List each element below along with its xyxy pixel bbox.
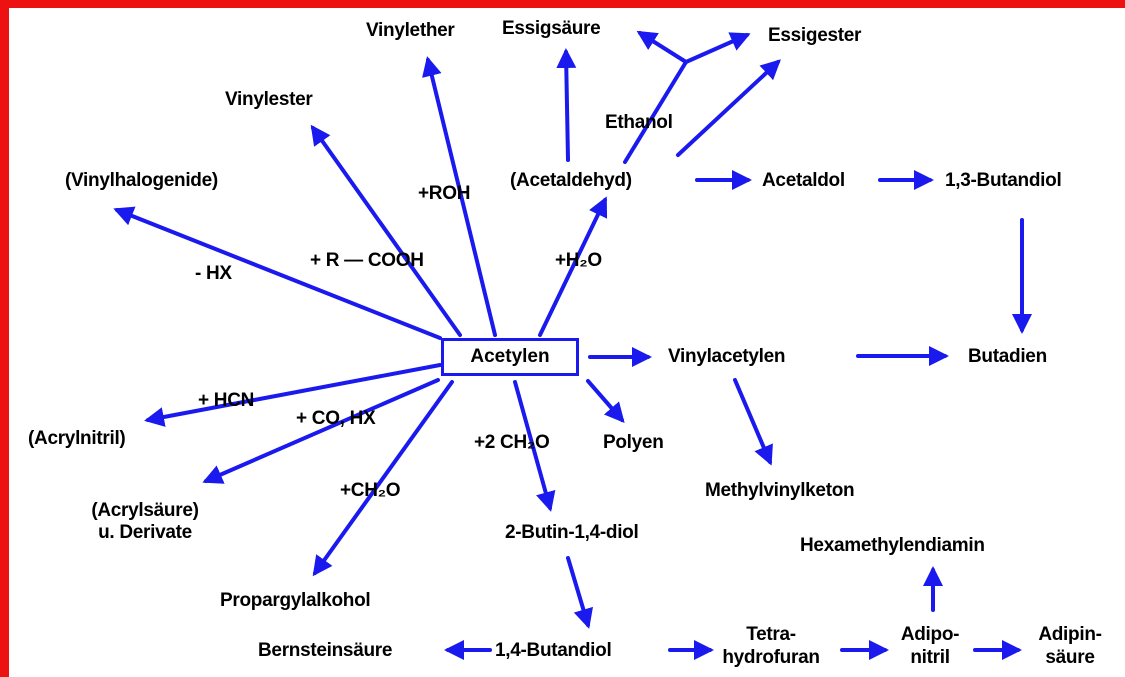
arrow-to-propargylalkohol	[312, 380, 454, 577]
node-ethanol: Ethanol	[605, 112, 673, 133]
node-acrylsaeure: (Acrylsäure)	[91, 500, 199, 521]
reagent-ch2o: +CH₂O	[340, 480, 401, 501]
node-thf-line2: hydrofuran	[722, 647, 820, 668]
node-acrylnitril: (Acrylnitril)	[28, 428, 126, 449]
node-butandiol-13: 1,3-Butandiol	[945, 170, 1062, 191]
node-essigester: Essigester	[768, 25, 862, 46]
reagent-2ch2o: +2 CH₂O	[474, 432, 550, 453]
arrow-to-acrylsaeure	[202, 378, 440, 484]
reagent-roh: +ROH	[418, 183, 471, 204]
node-propargylalkohol: Propargylalkohol	[220, 590, 371, 611]
reagent-hcn: + HCN	[198, 390, 255, 411]
arrow-to-vinylester	[310, 124, 462, 337]
node-acetaldol: Acetaldol	[762, 170, 845, 191]
arrow-to-essigsaeure	[556, 48, 577, 162]
arrow-to-acetaldehyd	[538, 196, 608, 337]
arrow-to-butandiol-14	[566, 556, 594, 629]
node-adiponitril-line2: nitril	[910, 647, 950, 668]
arrow-fork-essigester	[684, 32, 751, 64]
arrow-to-butindiol	[513, 380, 556, 512]
arrow-to-polyen	[586, 379, 625, 424]
arrow-fork-essigsaeure	[636, 30, 688, 64]
node-vinylhalogenide: (Vinylhalogenide)	[65, 170, 218, 191]
reagent-co-hx: + CO, HX	[296, 408, 376, 429]
node-bernsteinsaeure: Bernsteinsäure	[258, 640, 393, 661]
node-acetaldehyd: (Acetaldehyd)	[510, 170, 632, 191]
reagent-rcooh: + R — COOH	[310, 250, 424, 271]
arrow-to-vinylhalogenide	[113, 206, 442, 340]
node-vinylester: Vinylester	[225, 89, 313, 110]
center-node-acetylen: Acetylen	[441, 338, 579, 376]
arrow-to-vinylether	[422, 56, 497, 337]
node-adipinsaeure-line2: säure	[1045, 647, 1095, 668]
arrow-to-essigester-main	[676, 59, 781, 157]
node-hexamethylendiamin: Hexamethylendiamin	[800, 535, 985, 556]
node-thf: Tetra-	[746, 624, 796, 645]
node-butadien: Butadien	[968, 346, 1047, 367]
node-acrylsaeure-derivate: u. Derivate	[98, 522, 192, 543]
reagent-hx: - HX	[195, 263, 232, 284]
arrow-to-acrylnitril	[144, 363, 442, 427]
node-adipinsaeure: Adipin-	[1038, 624, 1102, 645]
reagent-h2o: +H₂O	[555, 250, 602, 271]
node-adiponitril: Adipo-	[900, 624, 960, 645]
arrow-to-ethanol	[623, 60, 688, 164]
node-butindiol: 2-Butin-1,4-diol	[505, 522, 639, 543]
node-butandiol-14: 1,4-Butandiol	[495, 640, 612, 661]
node-vinylacetylen: Vinylacetylen	[668, 346, 786, 367]
node-essigsaeure: Essigsäure	[502, 18, 601, 39]
arrow-to-methylvinylketon	[733, 378, 773, 466]
node-vinylether: Vinylether	[366, 20, 455, 41]
node-polyen: Polyen	[603, 432, 664, 453]
node-methylvinylketon: Methylvinylketon	[705, 480, 855, 501]
